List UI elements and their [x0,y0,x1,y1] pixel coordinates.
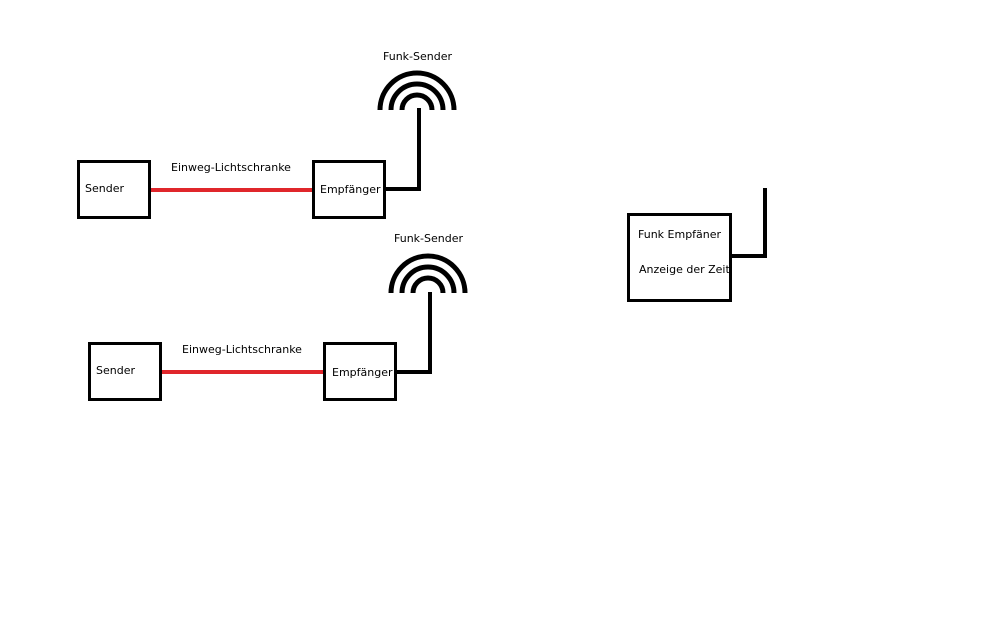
antenna-mast-2 [397,292,432,374]
antenna-mast-1 [386,108,421,191]
radio-receiver-subtitle: Anzeige der Zeit [639,263,730,276]
funk-sender-label-2: Funk-Sender [394,232,464,245]
receiver-box-2: Empfänger [323,342,397,401]
receiver-box-1: Empfänger [312,160,386,219]
sender-label-2: Sender [96,364,135,377]
radio-receiver-box: Funk Empfäner Anzeige der Zeit [627,213,732,302]
radio-waves-icon [377,70,457,111]
funk-sender-label-1: Funk-Sender [383,50,453,63]
radio-receiver-title: Funk Empfäner [638,228,722,241]
sender-box-2: Sender [88,342,162,401]
sender-label-1: Sender [85,182,124,195]
receiver-label-1: Empfänger [320,183,381,196]
beam-label-2: Einweg-Lichtschranke [182,343,302,356]
receiver-label-2: Empfänger [332,366,393,379]
sender-box-1: Sender [77,160,151,219]
radio-waves-icon [388,253,468,294]
receiver-antenna [732,188,767,258]
beam-label-1: Einweg-Lichtschranke [171,161,291,174]
